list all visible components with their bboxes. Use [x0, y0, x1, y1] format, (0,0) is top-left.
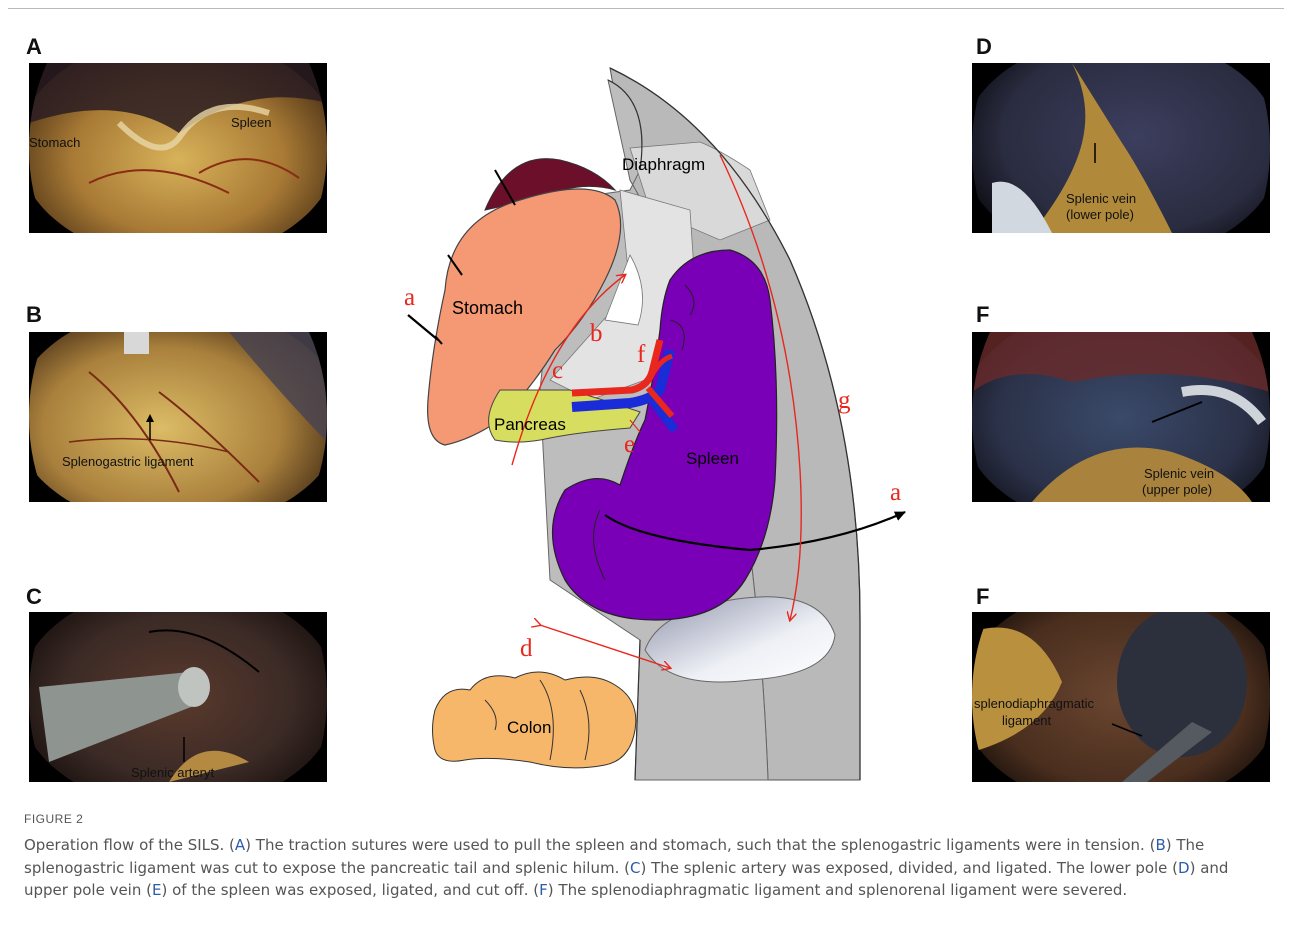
label-splenogastric-ligament: Splenogastric ligament [62, 454, 194, 469]
photo-panel-d: Splenic vein (lower pole) [972, 63, 1270, 233]
label-stomach: Stomach [29, 135, 80, 150]
marker-a-left: a [404, 284, 415, 311]
photo-panel-a: Stomach Spleen [29, 63, 327, 233]
panel-letter-d: D [976, 34, 992, 60]
marker-e: e [624, 431, 635, 458]
panel-letter-c: C [26, 584, 42, 610]
photo-panel-c: Splenic arteryt [29, 612, 327, 782]
label-spleen: Spleen [231, 115, 271, 130]
label-upper-pole: (upper pole) [1142, 482, 1212, 497]
marker-f: f [637, 341, 646, 368]
marker-a-right: a [890, 479, 901, 506]
label-lower-pole: (lower pole) [1066, 207, 1134, 222]
marker-d: d [520, 635, 533, 662]
panel-letter-e: F [976, 302, 989, 328]
label-splenodiaphragmatic: splenodiaphragmatic [974, 696, 1094, 711]
label-colon: Colon [507, 718, 551, 737]
label-diaphragm: Diaphragm [622, 155, 705, 174]
panel-letter-a: A [26, 34, 42, 60]
photo-panel-f: splenodiaphragmatic ligament [972, 612, 1270, 782]
label-splenic-vein-lower: Splenic vein [1066, 191, 1136, 206]
label-splenic-vein-upper: Splenic vein [1144, 466, 1214, 481]
figure-caption: Operation flow of the SILS. (A) The trac… [24, 834, 1274, 902]
figure-label: FIGURE 2 [24, 812, 83, 826]
anatomy-diagram: Diaphragm Stomach Pancreas Spleen Colon … [390, 60, 910, 790]
photo-panel-b: Splenogastric ligament [29, 332, 327, 502]
panel-letter-f: F [976, 584, 989, 610]
marker-g: g [838, 387, 851, 414]
marker-c: c [552, 357, 563, 384]
label-diagram-spleen: Spleen [686, 449, 739, 468]
label-ligament: ligament [1002, 713, 1051, 728]
photo-panel-e: Splenic vein (upper pole) [972, 332, 1270, 502]
panel-letter-b: B [26, 302, 42, 328]
label-diagram-stomach: Stomach [452, 298, 523, 318]
marker-b: b [590, 320, 603, 347]
label-pancreas: Pancreas [494, 415, 566, 434]
label-splenic-artery: Splenic arteryt [131, 765, 214, 780]
